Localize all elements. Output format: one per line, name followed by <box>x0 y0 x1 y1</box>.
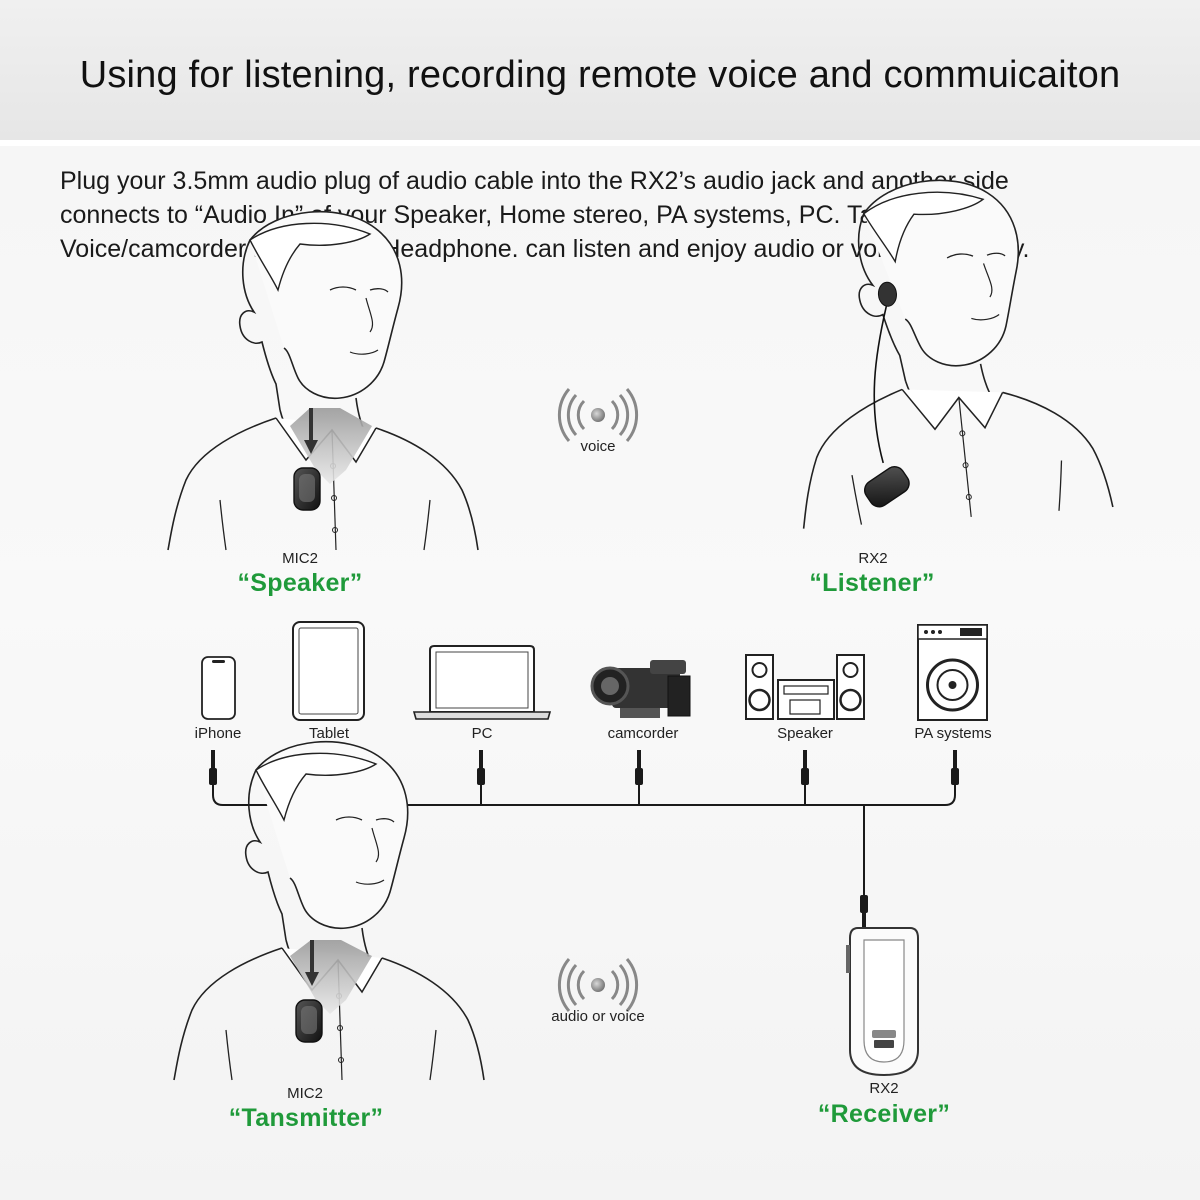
page-title: Using for listening, recording remote vo… <box>79 54 1121 96</box>
description-line-1: Plug your 3.5mm audio plug of audio cabl… <box>60 167 1009 195</box>
device-label-tablet: Tablet <box>308 725 350 742</box>
audio-jack-plugs <box>209 750 959 927</box>
speaker-person-illustration <box>167 210 479 551</box>
device-label-pa-systems: PA systems <box>914 725 992 742</box>
transmitter-role-label: “Tansmitter” <box>228 1104 384 1132</box>
stereo-speaker-icon <box>745 654 865 720</box>
voice-signal-label: voice <box>580 438 616 455</box>
tablet-icon <box>292 621 365 721</box>
device-label-camcorder: camcorder <box>607 725 679 742</box>
description-line-2: connects to “Audio In” of your Speaker, … <box>60 201 1006 229</box>
rx2-receiver-device <box>846 927 919 1077</box>
listener-person-illustration <box>779 168 1114 530</box>
rx2-clip-device <box>864 466 910 508</box>
device-label-pc: PC <box>471 725 493 742</box>
header-band <box>0 0 1200 140</box>
iphone-icon <box>201 656 236 720</box>
speaker-role-label: “Speaker” <box>237 569 363 597</box>
camcorder-icon <box>590 660 691 718</box>
device-label-speaker: Speaker <box>777 725 833 742</box>
transmitter-person-illustration <box>173 740 485 1081</box>
listener-model-label: RX2 <box>858 550 888 567</box>
transmitter-model-label: MIC2 <box>287 1085 323 1102</box>
receiver-model-label: RX2 <box>869 1080 899 1097</box>
listener-role-label: “Listener” <box>809 569 935 597</box>
wireless-signal-icon <box>557 958 639 1012</box>
description: Plug your 3.5mm audio plug of audio cabl… <box>60 164 1160 266</box>
pa-speaker-icon <box>917 624 988 721</box>
wireless-signal-icon <box>557 388 639 442</box>
description-line-3: Voice/camcorder recorder or Headphone. c… <box>60 235 1030 263</box>
audio-signal-label: audio or voice <box>551 1008 645 1025</box>
earphone-icon <box>877 281 897 307</box>
header-divider <box>0 140 1200 146</box>
speaker-model-label: MIC2 <box>282 550 318 567</box>
receiver-role-label: “Receiver” <box>817 1100 951 1128</box>
device-label-iphone: iPhone <box>194 725 242 742</box>
laptop-icon <box>412 645 552 720</box>
